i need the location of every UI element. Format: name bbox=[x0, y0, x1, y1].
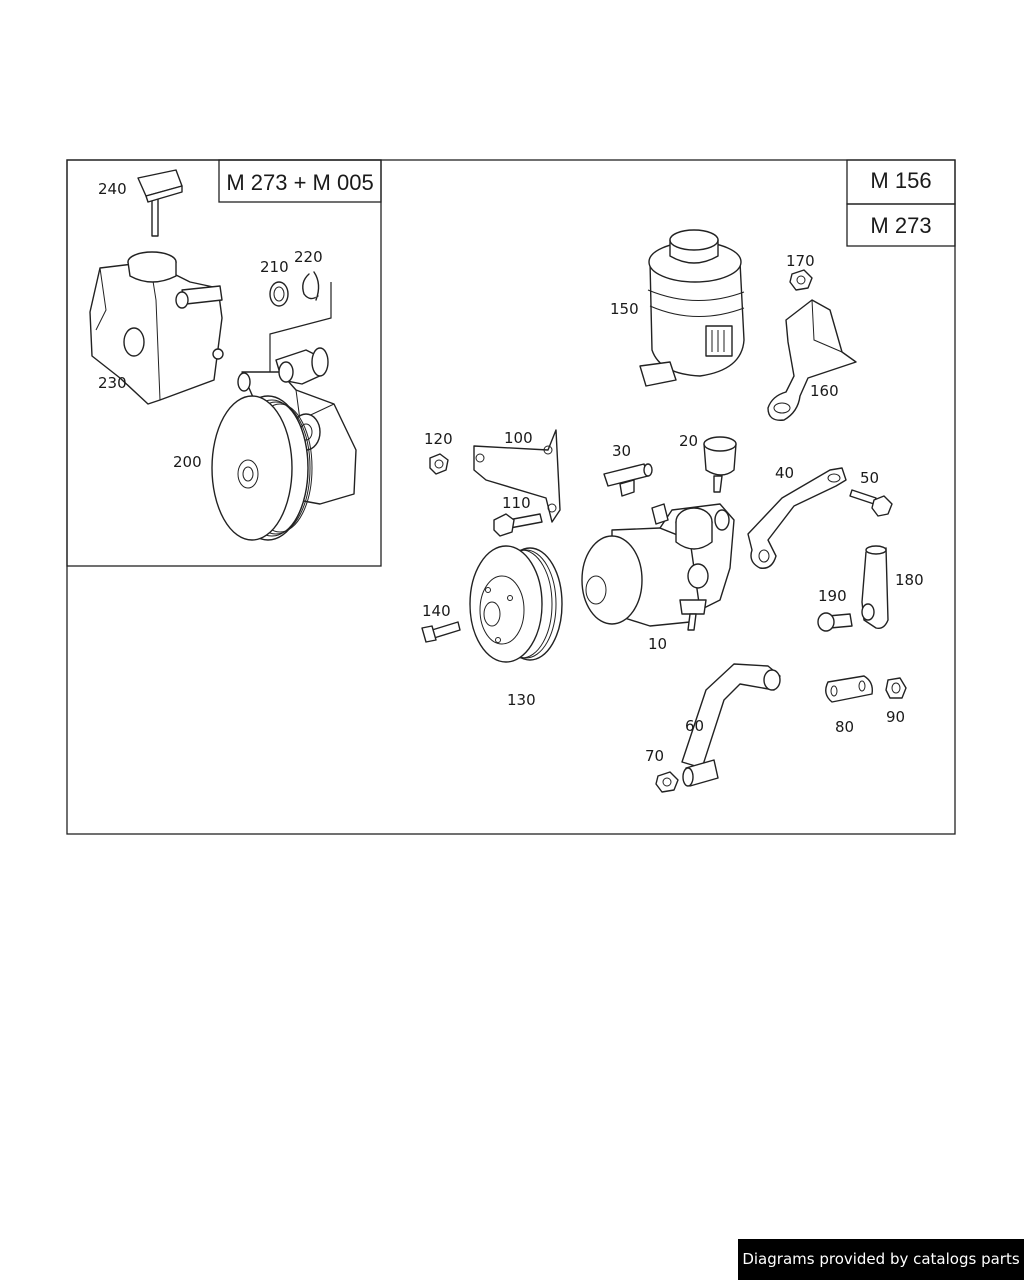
part-80-plate bbox=[825, 675, 874, 703]
callout-100: 100 bbox=[504, 429, 533, 447]
part-130-pulley bbox=[469, 545, 563, 663]
callout-90: 90 bbox=[886, 708, 905, 726]
part-200-power-steering-pump bbox=[211, 347, 357, 541]
part-60-arm bbox=[681, 663, 781, 787]
part-170-nut bbox=[789, 269, 813, 291]
part-120-nut bbox=[429, 453, 449, 475]
footer-credit: Diagrams provided by catalogs parts bbox=[738, 1239, 1024, 1280]
callout-210: 210 bbox=[260, 258, 289, 276]
callout-40: 40 bbox=[775, 464, 794, 482]
callout-150: 150 bbox=[610, 300, 639, 318]
callout-200: 200 bbox=[173, 453, 202, 471]
callout-70: 70 bbox=[645, 747, 664, 765]
main-variant-label-b: M 273 bbox=[870, 213, 931, 238]
callout-130: 130 bbox=[507, 691, 536, 709]
inset-variant-label: M 273 + M 005 bbox=[226, 170, 373, 195]
callout-180: 180 bbox=[895, 571, 924, 589]
callout-80: 80 bbox=[835, 718, 854, 736]
leader-210-220 bbox=[269, 282, 332, 372]
part-40-arm-bracket bbox=[747, 467, 847, 569]
part-230-reservoir bbox=[89, 251, 224, 405]
part-50-bolt bbox=[849, 489, 893, 517]
part-210-seal-ring bbox=[269, 281, 289, 307]
part-70-nut bbox=[655, 771, 679, 793]
part-10-power-steering-pump bbox=[581, 503, 735, 631]
part-110-bolt bbox=[493, 513, 543, 537]
callout-230: 230 bbox=[98, 374, 127, 392]
callout-50: 50 bbox=[860, 469, 879, 487]
callout-110: 110 bbox=[502, 494, 531, 512]
callout-60: 60 bbox=[685, 717, 704, 735]
part-100-bracket bbox=[473, 429, 561, 523]
part-160-bracket bbox=[767, 299, 857, 421]
part-150-reservoir bbox=[639, 229, 745, 387]
part-240-cap-dipstick bbox=[137, 169, 183, 237]
callout-120: 120 bbox=[424, 430, 453, 448]
part-180-spacer-bracket bbox=[861, 545, 889, 630]
callout-220: 220 bbox=[294, 248, 323, 266]
callout-30: 30 bbox=[612, 442, 631, 460]
callout-190: 190 bbox=[818, 587, 847, 605]
callout-170: 170 bbox=[786, 252, 815, 270]
main-variant-box-b bbox=[846, 203, 956, 247]
inset-variant-box bbox=[218, 159, 382, 203]
part-140-bolt bbox=[421, 621, 461, 643]
part-90-nut bbox=[885, 677, 907, 699]
callout-10: 10 bbox=[648, 635, 667, 653]
part-30-connector bbox=[603, 463, 653, 497]
main-variant-label-a: M 156 bbox=[870, 168, 931, 193]
part-220-retaining-clip bbox=[302, 271, 320, 301]
part-190-bolt bbox=[817, 612, 853, 632]
callout-20: 20 bbox=[679, 432, 698, 450]
callout-160: 160 bbox=[810, 382, 839, 400]
part-20-valve bbox=[703, 436, 737, 493]
callout-140: 140 bbox=[422, 602, 451, 620]
callout-240: 240 bbox=[98, 180, 127, 198]
